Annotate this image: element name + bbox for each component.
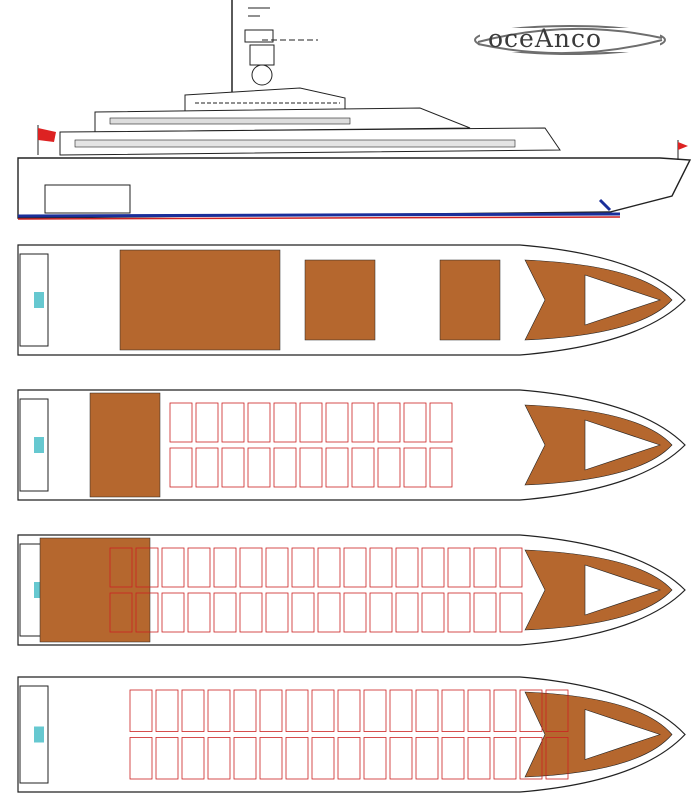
oceanco-logo: oceAnco [470, 20, 670, 60]
logo-swoosh-icon [474, 25, 666, 55]
main-deck-plan [17, 534, 686, 646]
sun-deck-plan [17, 244, 686, 356]
lower-deck-plan [17, 676, 686, 793]
bridge-deck-plan [17, 389, 686, 501]
logo-text: oceAnco [488, 24, 603, 53]
profile-view [17, 0, 692, 220]
